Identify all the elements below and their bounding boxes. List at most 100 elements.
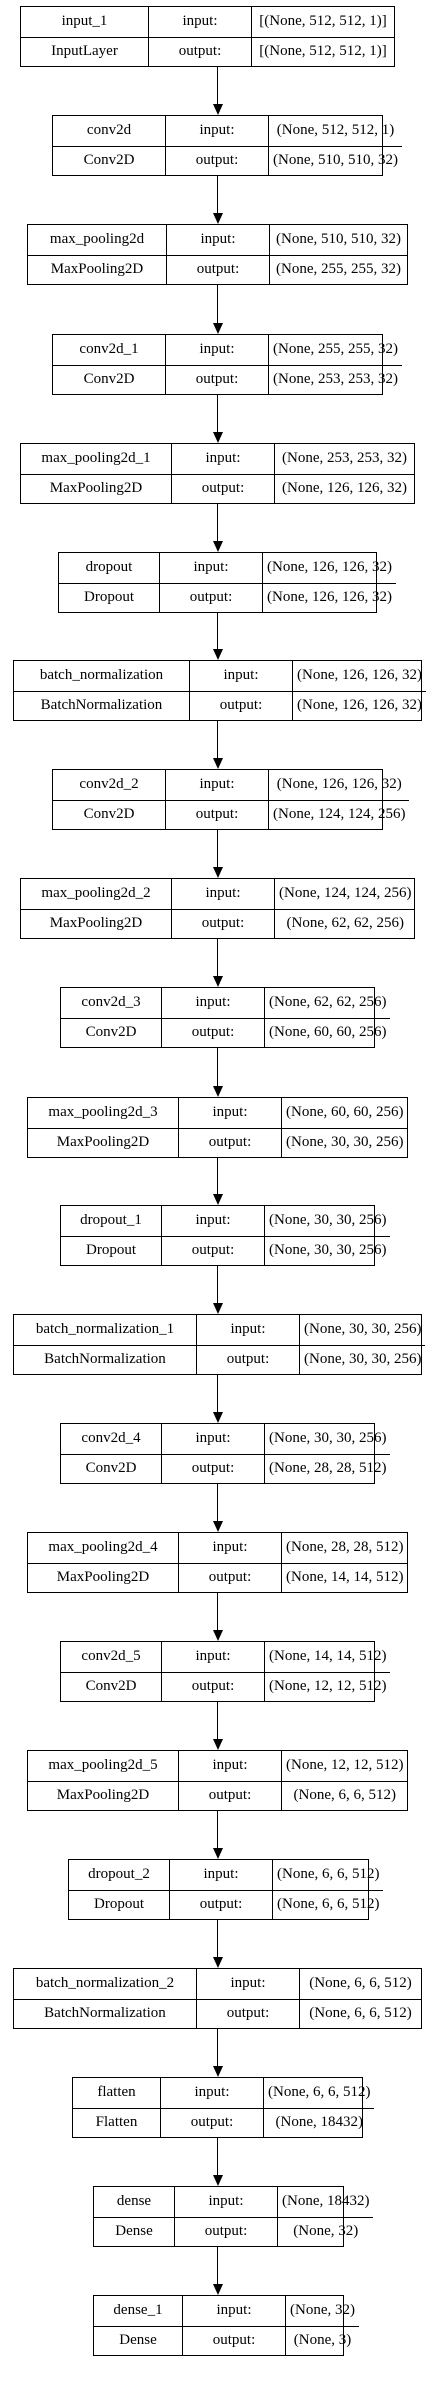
output-shape: (None, 124, 124, 256) — [268, 799, 410, 829]
connector-arrow — [217, 67, 219, 105]
connector-arrow — [217, 1375, 219, 1413]
layer-name: conv2d_5 — [81, 1648, 141, 1665]
layer-class: BatchNormalization — [14, 1344, 196, 1375]
arrowhead-icon — [213, 2175, 223, 2186]
layer-class: Conv2D — [53, 364, 165, 395]
input-label: input: — [148, 7, 251, 37]
output-label: output: — [160, 2107, 263, 2137]
input-shape: (None, 62, 62, 256) — [264, 988, 390, 1018]
output-label: output: — [178, 1562, 281, 1592]
input-shape: (None, 14, 14, 512) — [264, 1642, 390, 1672]
connector-arrow — [217, 176, 219, 214]
output-label: output: — [189, 690, 292, 720]
output-label: output: — [159, 582, 262, 612]
output-label: output: — [174, 2216, 277, 2246]
layer-class: MaxPooling2D — [28, 254, 166, 285]
layer-class: MaxPooling2D — [21, 473, 171, 504]
output-label: output: — [166, 254, 269, 284]
arrowhead-icon — [213, 1303, 223, 1314]
input-shape: (None, 126, 126, 32) — [292, 661, 426, 691]
layer-class: Conv2D — [61, 1017, 161, 1048]
layer-name: conv2d_4 — [81, 1430, 141, 1447]
output-shape: (None, 255, 255, 32) — [269, 254, 407, 284]
output-label: output: — [161, 1017, 264, 1047]
arrowhead-icon — [213, 213, 223, 224]
input-label: input: — [178, 1533, 281, 1563]
input-label: input: — [182, 2296, 285, 2326]
output-label: output: — [165, 145, 268, 175]
input-shape: (None, 255, 255, 32) — [268, 335, 402, 365]
input-label: input: — [178, 1098, 281, 1128]
output-shape: (None, 126, 126, 32) — [274, 473, 414, 503]
connector-arrow — [217, 1811, 219, 1849]
input-label: input: — [159, 553, 262, 583]
layer-class: Dropout — [61, 1235, 161, 1266]
input-shape: (None, 6, 6, 512) — [272, 1860, 383, 1890]
output-shape: (None, 6, 6, 512) — [272, 1889, 384, 1919]
output-shape: (None, 32) — [277, 2216, 374, 2246]
arrowhead-icon — [213, 1739, 223, 1750]
connector-arrow — [217, 2138, 219, 2176]
input-shape: (None, 60, 60, 256) — [281, 1098, 407, 1128]
connector-arrow — [217, 939, 219, 977]
layer-class: Dense — [94, 2325, 182, 2356]
output-shape: (None, 30, 30, 256) — [299, 1344, 426, 1374]
output-shape: (None, 126, 126, 32) — [292, 690, 426, 720]
connector-arrow — [217, 830, 219, 868]
input-label: input: — [161, 988, 264, 1018]
arrowhead-icon — [213, 1412, 223, 1423]
layer-class: Flatten — [73, 2107, 160, 2138]
input-shape: (None, 124, 124, 256) — [274, 879, 415, 909]
layer-name: max_pooling2d_4 — [48, 1539, 158, 1556]
arrowhead-icon — [213, 2066, 223, 2077]
output-shape: [(None, 512, 512, 1)] — [251, 36, 394, 66]
output-shape: (None, 6, 6, 512) — [299, 1998, 421, 2028]
layer-name: max_pooling2d — [49, 231, 145, 248]
output-shape: (None, 253, 253, 32) — [268, 364, 402, 394]
layer-class: Conv2D — [53, 145, 165, 176]
output-shape: (None, 126, 126, 32) — [262, 582, 396, 612]
input-label: input: — [161, 1424, 264, 1454]
input-label: input: — [165, 770, 268, 800]
input-label: input: — [171, 879, 274, 909]
input-label: input: — [165, 116, 268, 146]
arrowhead-icon — [213, 976, 223, 987]
layer-class: Dense — [94, 2216, 174, 2247]
layer-class: MaxPooling2D — [28, 1780, 178, 1811]
connector-arrow — [217, 504, 219, 542]
connector-arrow — [217, 1484, 219, 1522]
output-shape: (None, 18432) — [263, 2107, 375, 2137]
layer-name: conv2d — [86, 122, 132, 139]
input-shape: (None, 510, 510, 32) — [269, 225, 407, 255]
input-shape: (None, 126, 126, 32) — [268, 770, 409, 800]
output-label: output: — [178, 1127, 281, 1157]
input-label: input: — [196, 1315, 299, 1345]
layer-class: Dropout — [59, 582, 159, 613]
input-label: input: — [161, 1206, 264, 1236]
connector-arrow — [217, 1593, 219, 1631]
input-shape: (None, 32) — [285, 2296, 359, 2326]
input-shape: (None, 30, 30, 256) — [299, 1315, 425, 1345]
connector-arrow — [217, 1266, 219, 1304]
connector-arrow — [217, 1048, 219, 1087]
layer-name: conv2d_1 — [79, 341, 139, 358]
arrowhead-icon — [213, 758, 223, 769]
connector-arrow — [217, 1702, 219, 1740]
layer-class: MaxPooling2D — [28, 1127, 178, 1158]
input-shape: (None, 253, 253, 32) — [274, 444, 414, 474]
layer-name: max_pooling2d_5 — [48, 1757, 158, 1774]
connector-arrow — [217, 1920, 219, 1958]
